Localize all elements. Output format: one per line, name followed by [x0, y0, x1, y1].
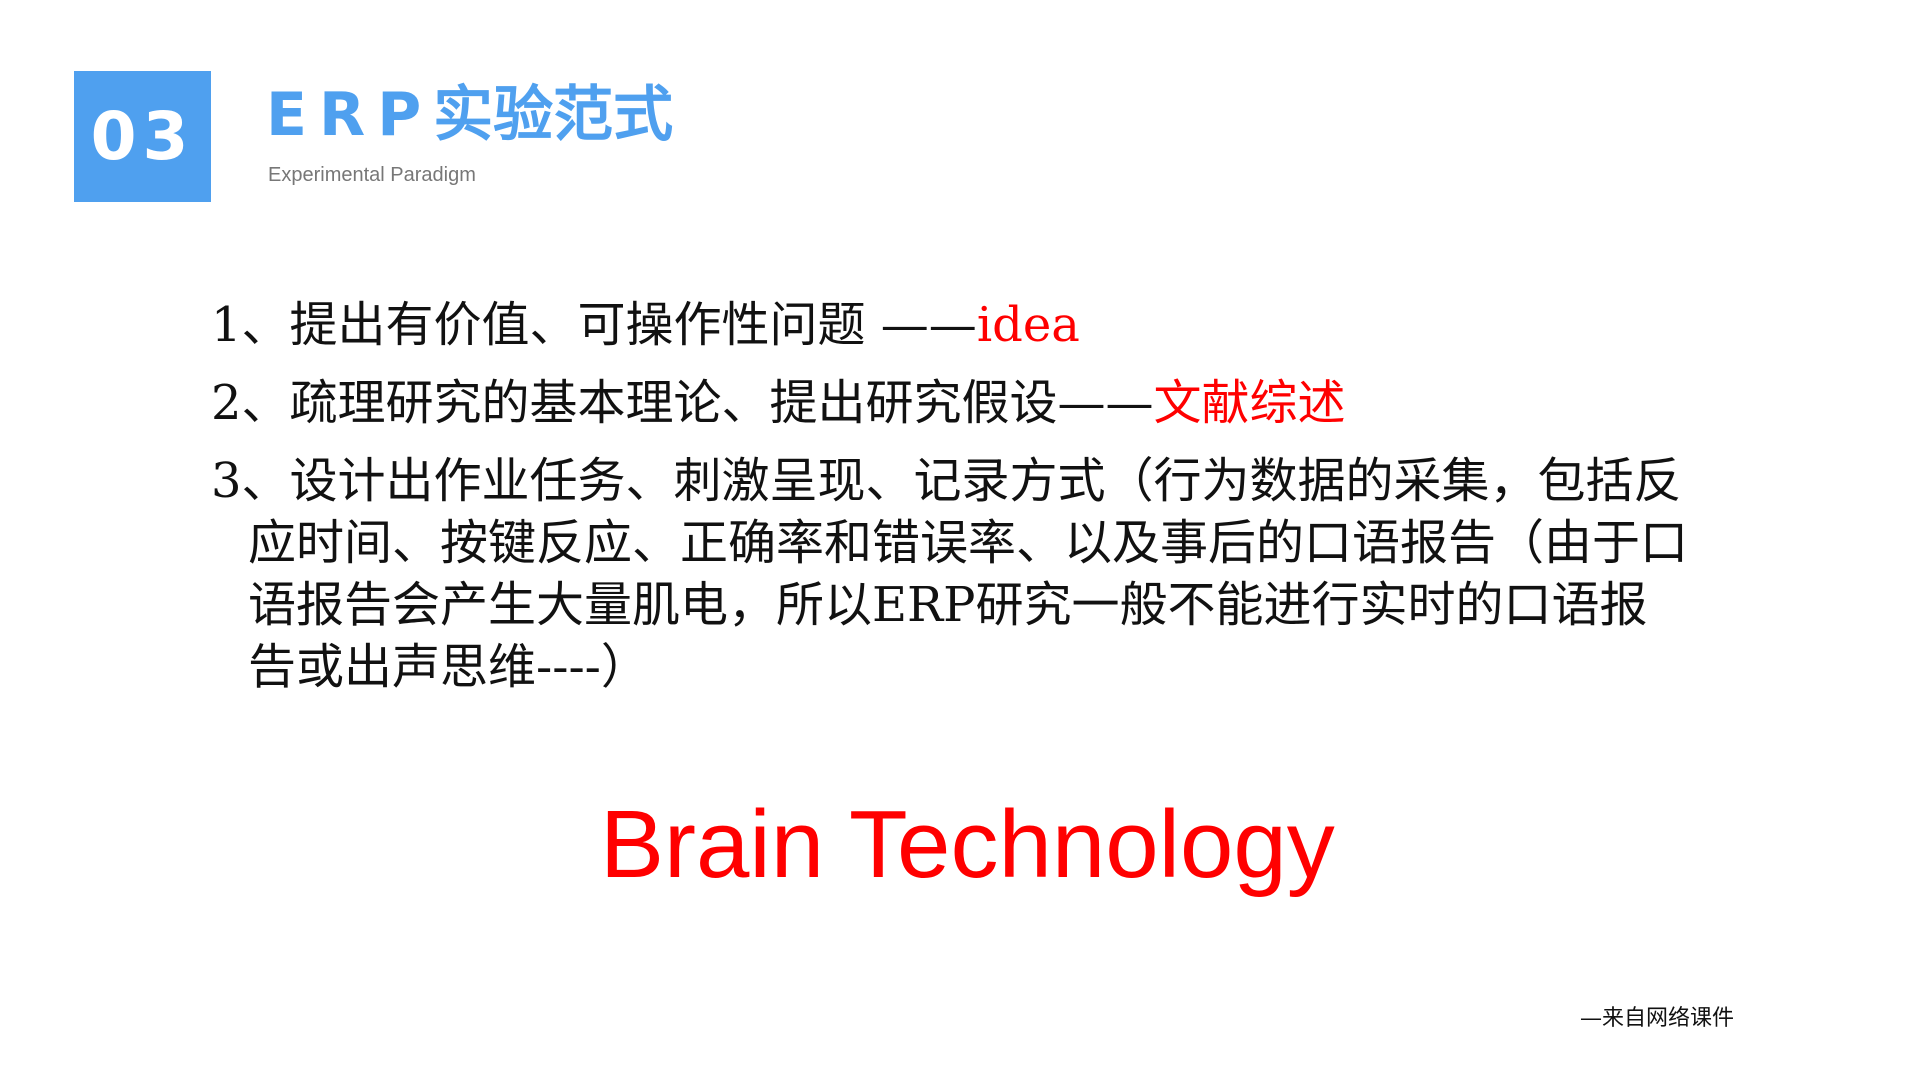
- section-number: 03: [90, 98, 195, 175]
- page-title: ERP实验范式: [266, 66, 673, 153]
- list-item: 2、疏理研究的基本理论、提出研究假设——文献综述: [211, 372, 1691, 434]
- page-subtitle: Experimental Paradigm: [268, 164, 476, 186]
- list-item: 3、设计出作业任务、刺激呈现、记录方式（行为数据的采集，包括反应时间、按键反应、…: [211, 450, 1691, 698]
- watermark: Brain Technology: [600, 791, 1335, 898]
- list-item: 1、提出有价值、可操作性问题 ——idea: [211, 294, 1691, 356]
- section-number-badge: 03: [74, 71, 211, 202]
- item-text: 2、疏理研究的基本理论、提出研究假设——: [211, 375, 1154, 431]
- content-list: 1、提出有价值、可操作性问题 ——idea 2、疏理研究的基本理论、提出研究假设…: [211, 294, 1691, 714]
- item-text: 3、设计出作业任务、刺激呈现、记录方式（行为数据的采集，包括反应时间、按键反应、…: [211, 453, 1689, 695]
- footer-source: —来自网络课件: [1580, 1006, 1735, 1031]
- title-cjk: 实验范式: [433, 80, 674, 150]
- item-highlight: idea: [976, 297, 1080, 353]
- item-text: 1、提出有价值、可操作性问题 ——: [211, 297, 977, 353]
- item-highlight: 文献综述: [1153, 375, 1346, 431]
- title-latin: ERP: [266, 80, 434, 150]
